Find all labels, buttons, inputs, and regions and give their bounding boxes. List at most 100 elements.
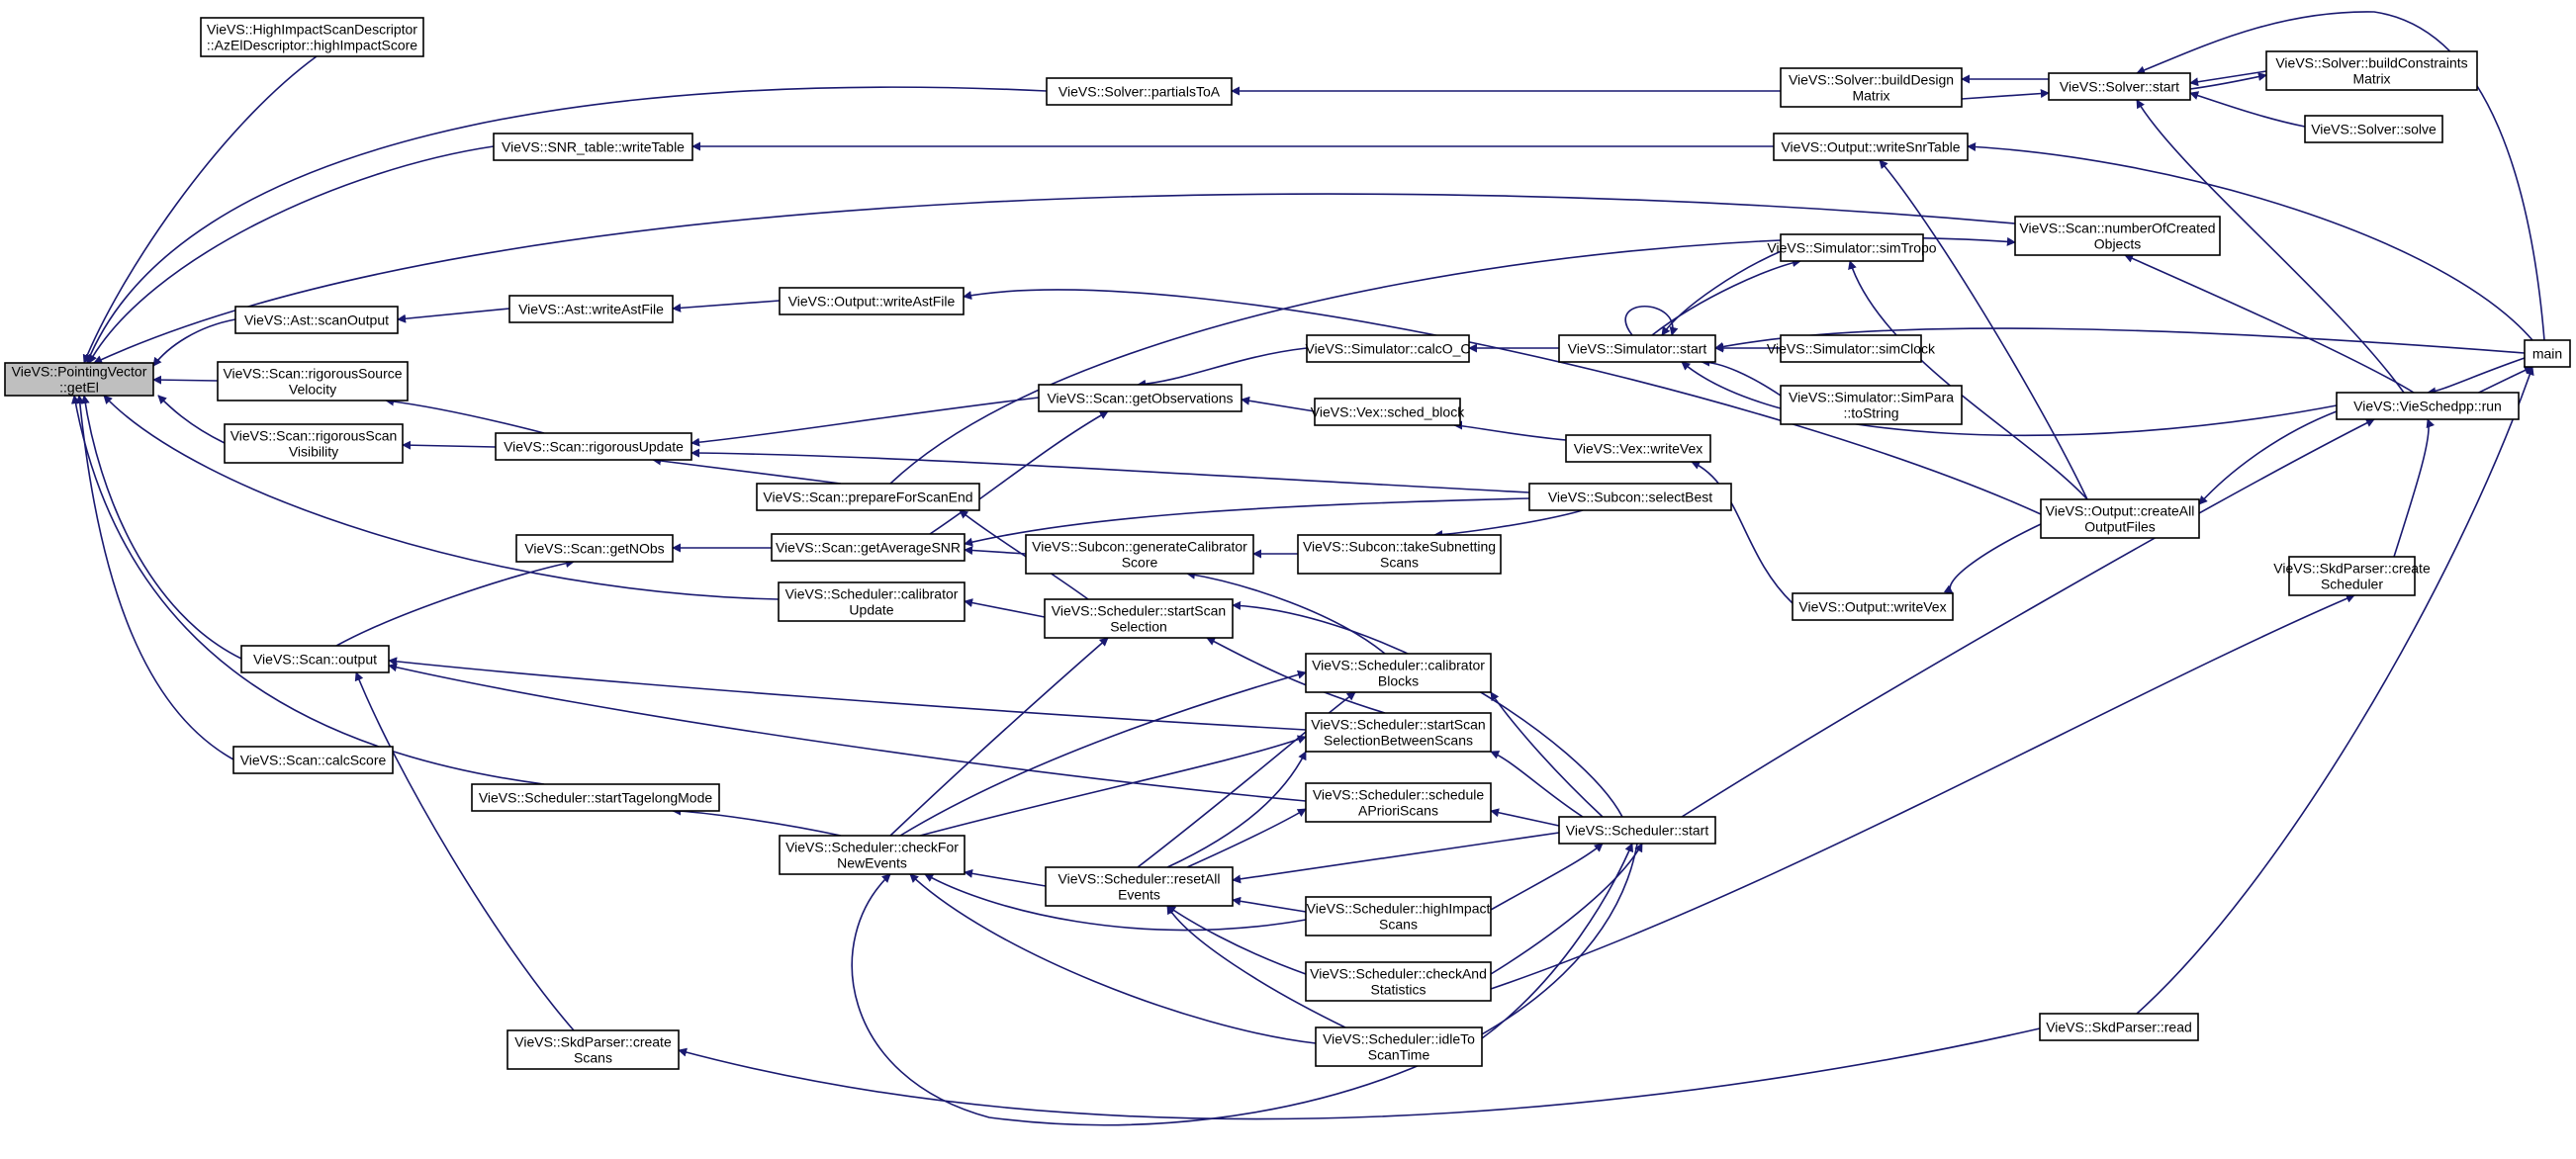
node-label: VieVS::Solver::partialsToA [1058,84,1221,100]
node-box [493,133,693,161]
node-box [1773,133,1969,161]
edge-simulatorStart-to-simTropo [1651,258,1801,336]
edge-selectionBetweenScans-to-scanOutput2 [388,657,1307,731]
node-outputWriteAstFile[interactable]: VieVS::Output::writeAstFile [779,287,965,315]
node-solverSolve[interactable]: VieVS::Solver::solve [2304,115,2443,143]
node-scanOutput2[interactable]: VieVS::Scan::output [240,645,390,673]
edge-resetAllEvents-to-selectionBetweenScans [1166,751,1307,868]
node-writeSnrTable[interactable]: VieVS::Output::writeSnrTable [1773,133,1969,161]
node-label: VieVS::Scan::output [253,652,377,668]
node-skdRead[interactable]: VieVS::SkdParser::read [2039,1013,2199,1041]
node-label: VieVS::Output::writeSnrTable [1781,139,1960,155]
node-writeTable[interactable]: VieVS::SNR_table::writeTable [493,133,693,161]
node-solverStart[interactable]: VieVS::Solver::start [2048,72,2191,101]
node-prepareForScanEnd[interactable]: VieVS::Scan::prepareForScanEnd [756,483,980,511]
node-getAverageSNR[interactable]: VieVS::Scan::getAverageSNR [771,533,966,562]
edge-rigorousUpdate-to-rigorousScanVisibility [402,440,497,450]
node-label: ::getEl [59,380,99,396]
edge-idleToScanTime-to-schedulerStart [1481,843,1633,1039]
edge-prepareForScanEnd-to-rigorousUpdate [652,456,842,485]
node-label: VieVS::HighImpactScanDescriptor [207,22,417,38]
node-box [1528,483,1732,511]
node-label: Score [1122,555,1158,571]
node-partialsToA[interactable]: VieVS::Solver::partialsToA [1046,77,1233,106]
node-schedulerStart[interactable]: VieVS::Scheduler::start [1558,816,1716,845]
node-rigorousUpdate[interactable]: VieVS::Scan::rigorousUpdate [495,432,692,461]
node-label: VieVS::Scan::rigorousScan [230,428,398,444]
node-label: Selection [1110,619,1167,635]
node-simClock[interactable]: VieVS::Simulator::simClock [1767,334,1936,363]
node-label: ::AzElDescriptor::highImpactScore [207,38,417,53]
node-label: VieVS::SkdParser::create [2273,561,2431,577]
node-box [1780,233,1924,262]
node-box [2048,72,2191,101]
node-outputWriteVex[interactable]: VieVS::Output::writeVex [1792,592,1954,621]
node-calcScore[interactable]: VieVS::Scan::calcScore [232,746,394,774]
node-label: ::toString [1843,405,1898,421]
edge-writeVex-to-schedBlock [1453,420,1567,441]
edge-buildDesignMatrix-to-solverStart [1961,89,2050,100]
node-startTagelongMode[interactable]: VieVS::Scheduler::startTagelongMode [471,783,720,812]
node-label: APrioriScans [1358,803,1438,819]
node-highImpactScore[interactable]: VieVS::HighImpactScanDescriptor::AzElDes… [200,17,424,57]
node-simParaToString[interactable]: VieVS::Simulator::SimPara::toString [1780,385,1963,425]
node-getEl[interactable]: VieVS::PointingVector::getEl [4,362,154,397]
node-box [1038,384,1242,412]
node-schedBlock[interactable]: VieVS::Vex::sched_block [1311,398,1465,426]
edge-getAverageSNR-to-getObservations [929,410,1109,535]
edge-schedulerStart-to-selectionBetweenScans [1490,751,1584,818]
edge-vieSchedppRun-to-solverStart [2136,99,2405,394]
node-box [1297,534,1502,575]
node-box [1044,598,1234,639]
edge-idleToScanTime-to-resetAllEvents [1166,905,1346,1028]
node-main[interactable]: main [2524,339,2571,368]
node-label: VieVS::Scan::rigorousUpdate [504,439,684,455]
node-calcOC[interactable]: VieVS::Simulator::calcO_C [1305,334,1471,363]
node-getObservations[interactable]: VieVS::Scan::getObservations [1038,384,1242,412]
node-writeVex[interactable]: VieVS::Vex::writeVex [1565,434,1711,463]
node-label: Velocity [289,382,336,398]
edge-rigorousUpdate-to-rigorousSourceVelocity [385,397,545,434]
node-label: SelectionBetweenScans [1324,733,1473,749]
node-simTropo[interactable]: VieVS::Simulator::simTropo [1767,233,1937,262]
node-label: VieVS::Subcon::takeSubnetting [1303,539,1496,555]
node-label: Scans [1379,917,1418,933]
edge-selectBest-to-getAverageSNR [964,497,1530,547]
edge-createAllOutputFiles-to-outputWriteVex [1943,523,2042,594]
node-writeAstFile[interactable]: VieVS::Ast::writeAstFile [508,295,674,323]
node-box [778,581,966,622]
node-label: VieVS::Scan::getAverageSNR [776,540,961,556]
node-vieSchedppRun[interactable]: VieVS::VieSchedpp::run [2336,392,2520,420]
edge-schedulerStart-to-checkForNewEvents [851,843,1638,1126]
node-simulatorStart[interactable]: VieVS::Simulator::start [1558,334,1716,363]
node-label: Update [849,602,893,618]
edge-checkAndStatistics-to-schedulerStart [1490,843,1643,975]
edge-rigorousSourceVelocity-to-getEl [152,375,219,385]
node-selectionBetweenScans[interactable]: VieVS::Scheduler::startScanSelectionBetw… [1305,712,1492,753]
node-selectBest[interactable]: VieVS::Subcon::selectBest [1528,483,1732,511]
node-box [1306,334,1470,363]
node-scanOutput[interactable]: VieVS::Ast::scanOutput [234,306,399,334]
node-getNObs[interactable]: VieVS::Scan::getNObs [515,534,674,563]
node-box [495,432,692,461]
edge-highImpactScans-to-schedulerStart [1490,843,1604,911]
